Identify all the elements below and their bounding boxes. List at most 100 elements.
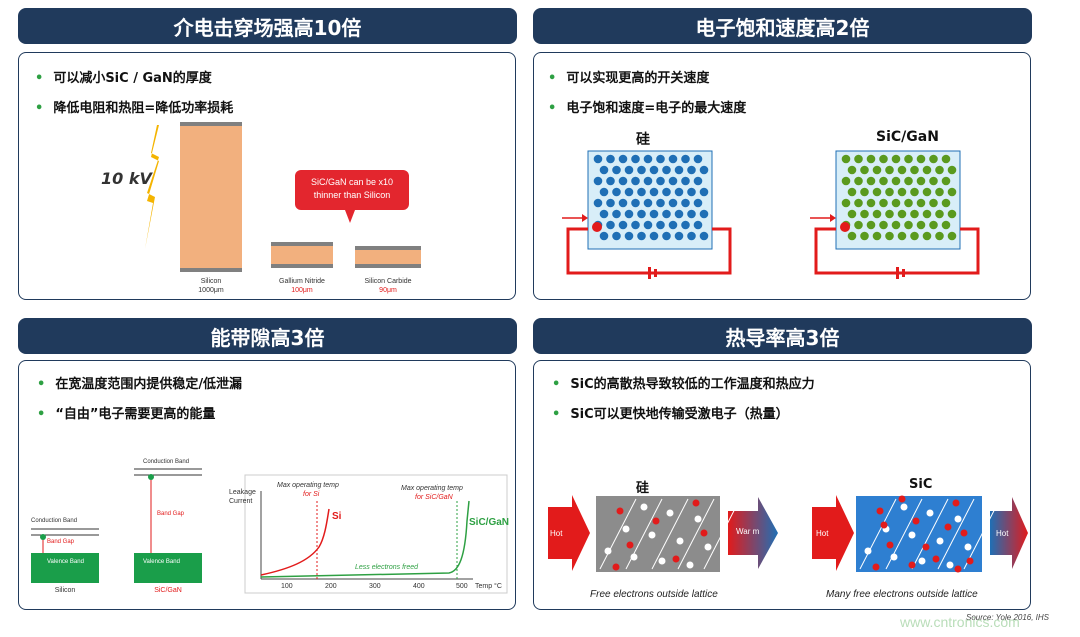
- lattice-atom: [704, 543, 712, 551]
- band-label: Valence Band: [47, 559, 84, 565]
- lattice-atom: [866, 154, 876, 164]
- si-curve: [260, 508, 330, 576]
- lattice-atom: [891, 198, 901, 208]
- lattice-atom: [922, 231, 932, 241]
- free-electron: [944, 523, 952, 531]
- lattice-atom: [872, 187, 882, 197]
- valence-band: [31, 553, 99, 583]
- y-axis-label: Leakage: [229, 489, 256, 496]
- annotation: for SiC/GaN: [415, 494, 453, 501]
- lattice-atom: [662, 209, 671, 219]
- y-axis-label: Current: [229, 498, 253, 505]
- lattice-atom: [947, 209, 957, 219]
- free-electron: [612, 563, 620, 571]
- lattice-atom: [637, 165, 646, 175]
- lattice-atom: [847, 187, 857, 197]
- band-label: Valence Band: [143, 559, 180, 565]
- lattice-atom: [649, 165, 659, 175]
- lattice-atom: [668, 220, 678, 230]
- graph-frame: [244, 474, 508, 594]
- lattice-atom: [854, 176, 863, 186]
- lattice-atom: [630, 553, 638, 561]
- lattice-atom: [918, 557, 926, 565]
- lattice-atom: [606, 198, 615, 208]
- lattice-atom: [879, 198, 888, 208]
- bullet: •在宽温度范围内提供稳定/低泄漏: [37, 377, 243, 392]
- free-electron: [672, 555, 680, 563]
- lattice-atom: [694, 515, 702, 523]
- lattice-atom: [947, 165, 957, 175]
- lattice-atom: [681, 154, 690, 164]
- lattice-atom: [866, 220, 876, 230]
- lattice-atom: [693, 176, 703, 186]
- lattice-atom: [686, 561, 694, 569]
- lattice-atom: [847, 165, 857, 175]
- lattice-atom: [624, 187, 634, 197]
- annotation: Max operating temp: [277, 482, 339, 489]
- sic-bar: [355, 250, 421, 264]
- caption: Many free electrons outside lattice: [826, 589, 978, 600]
- material-label: SiC/GaN: [154, 587, 182, 594]
- battery: [648, 267, 651, 279]
- lattice-atom: [847, 209, 857, 219]
- lattice-atom: [904, 220, 913, 230]
- x-tick: 300: [369, 583, 381, 590]
- lattice-atom: [699, 187, 709, 197]
- lattice-atom: [885, 209, 894, 219]
- bullet: •可以减小SiC / GaN的厚度: [35, 71, 212, 86]
- panel-thermal: 热导率高3倍 •SiC的高散热导致较低的工作温度和热应力 •SiC可以更快地传输…: [533, 318, 1032, 612]
- sic-curve: [260, 500, 470, 578]
- free-electron: [652, 517, 660, 525]
- band-diagram: [31, 468, 508, 594]
- free-electron: [954, 565, 962, 573]
- lattice-atom: [904, 198, 913, 208]
- lattice-atom: [910, 165, 919, 175]
- lattice-atom: [699, 231, 709, 241]
- valence-band: [134, 553, 202, 583]
- bullet: •可以实现更高的开关速度: [548, 71, 710, 86]
- lattice-atom: [612, 187, 621, 197]
- callout-text: SiC/GaN can be x10: [310, 177, 394, 187]
- band-label: Band Gap: [157, 511, 185, 517]
- lattice-atom: [606, 220, 615, 230]
- lattice-atom: [599, 209, 609, 219]
- panel-body: •在宽温度范围内提供稳定/低泄漏 •“自由”电子需要更高的能量 Conducti…: [18, 360, 516, 610]
- caption: Free electrons outside lattice: [590, 589, 718, 600]
- x-tick: 200: [325, 583, 337, 590]
- lattice-atom: [897, 231, 907, 241]
- lattice-atom: [941, 154, 951, 164]
- lattice-atom: [674, 187, 684, 197]
- lattice-atom: [904, 154, 913, 164]
- free-electron: [886, 541, 894, 549]
- lattice-atom: [649, 187, 659, 197]
- free-electron: [912, 517, 920, 525]
- band-label: Band Gap: [47, 539, 75, 545]
- hot-arrow: [548, 495, 590, 571]
- band-label: Conduction Band: [143, 459, 190, 465]
- lattice-atom: [693, 198, 703, 208]
- lattice-atom: [964, 543, 972, 551]
- lattice-atom: [860, 209, 869, 219]
- lattice-atom: [681, 198, 690, 208]
- free-electron: [700, 529, 708, 537]
- heat-diagram: [548, 495, 1028, 573]
- hot-label: Hot: [550, 529, 563, 538]
- lattice-atom: [891, 220, 901, 230]
- lattice-atom: [687, 209, 696, 219]
- panel-saturation: 电子饱和速度高2倍 •可以实现更高的开关速度 •电子饱和速度=电子的最大速度 硅…: [533, 8, 1032, 302]
- lattice-line: [703, 498, 741, 570]
- lattice-atom: [656, 198, 665, 208]
- lattice-atom: [947, 231, 957, 241]
- panel-body: •SiC的高散热导致较低的工作温度和热应力 •SiC可以更快地传输受激电子（热量…: [533, 360, 1031, 610]
- lattice-atom: [954, 515, 962, 523]
- lattice-atom: [854, 154, 863, 164]
- lattice-atom: [662, 231, 671, 241]
- panel-body: •可以减小SiC / GaN的厚度 •降低电阻和热阻=降低功率损耗 10 kV …: [18, 52, 516, 300]
- lattice-atom: [674, 209, 684, 219]
- annotation: for Si: [303, 491, 320, 498]
- lattice-atom: [941, 176, 951, 186]
- panel-title: 能带隙高3倍: [18, 318, 517, 354]
- lattice-atom: [929, 198, 938, 208]
- lattice-atom: [699, 209, 709, 219]
- lattice-atom: [668, 154, 678, 164]
